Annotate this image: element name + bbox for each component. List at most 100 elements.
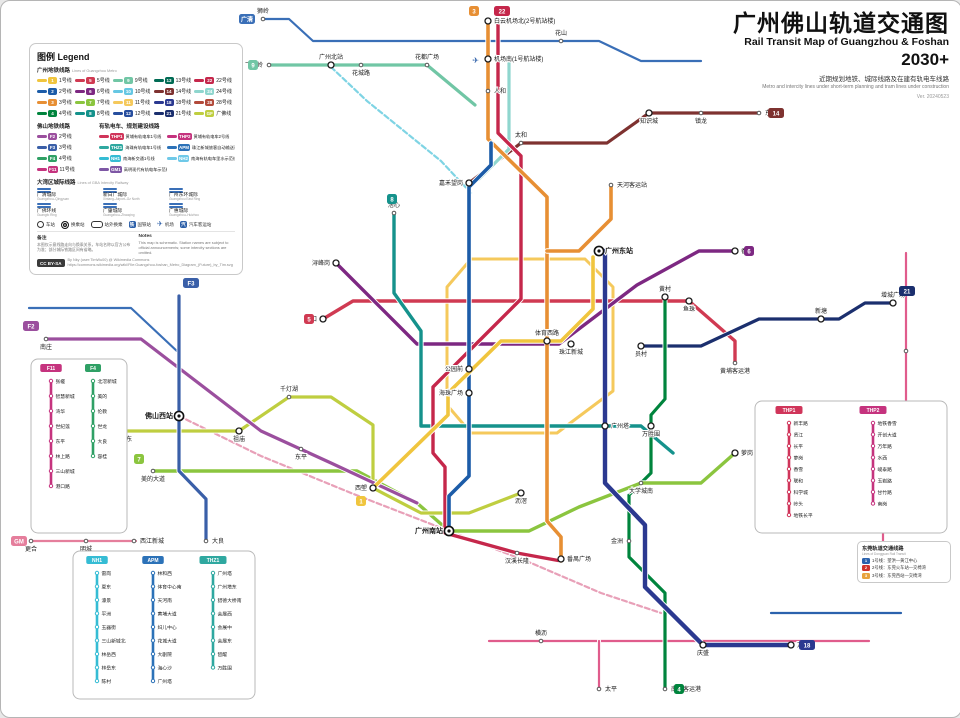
inset-station-label: 三山新城 bbox=[56, 468, 75, 475]
inset-station-marker bbox=[90, 453, 96, 459]
line-badge: 2 bbox=[48, 88, 57, 95]
line-swatch bbox=[153, 79, 164, 82]
line-label: 黄埔有轨电车1号线 bbox=[125, 133, 162, 139]
inset-station-label: 地铁香雪 bbox=[878, 420, 897, 427]
station-label: 美的大道 bbox=[141, 475, 165, 483]
inset-station-marker bbox=[150, 570, 156, 576]
line-number-badge-text: 5 bbox=[307, 317, 311, 323]
line-swatch bbox=[74, 112, 85, 115]
station-marker-interchange bbox=[465, 389, 473, 397]
station-label: 千灯湖 bbox=[280, 385, 298, 393]
line-swatch bbox=[74, 90, 85, 93]
symbol-label: 站外换乘 bbox=[104, 221, 123, 227]
station-label: 大良 bbox=[212, 537, 224, 545]
station-label: 广州东站 bbox=[605, 246, 633, 255]
station-marker-interchange bbox=[685, 297, 693, 305]
line-badge: 22 bbox=[205, 77, 215, 84]
line-swatch bbox=[74, 101, 85, 104]
inset-station-label: 东平 bbox=[56, 438, 66, 445]
metro-line-F3 bbox=[177, 294, 208, 543]
station-label: 沥滘 bbox=[515, 497, 527, 505]
map-subtitle-zh: 近期规划地铁、城际线路及在建有轨电车线路 bbox=[819, 76, 949, 84]
station-marker-interchange bbox=[817, 315, 825, 323]
line-badge: F4 bbox=[48, 155, 57, 162]
dongguan-subtitle: Lines of Dongguan Rail Transit bbox=[862, 552, 906, 556]
station-marker-interchange bbox=[557, 555, 565, 563]
intercity-label-en: Guangzhou East Ring bbox=[169, 197, 201, 202]
intercity-label: 广清城际 bbox=[37, 193, 57, 198]
legend-symbol-osi: 站外换乘 bbox=[90, 221, 123, 229]
symbol-label: 国铁站 bbox=[137, 221, 152, 227]
symbol-label: 换乘站 bbox=[71, 221, 85, 227]
station-label: 大学城南 bbox=[629, 487, 653, 495]
station-label: 黄埔客运港 bbox=[720, 367, 750, 375]
symbol-label: 车站 bbox=[46, 221, 55, 227]
intercity-label-en: Guangzhou–Huizhou bbox=[169, 213, 199, 218]
station-marker bbox=[756, 110, 762, 116]
station-label: 庆盛 bbox=[697, 649, 709, 657]
inset-line-badge-text: THZ1 bbox=[207, 558, 220, 564]
line-swatch bbox=[37, 90, 47, 93]
intercity-line-icon bbox=[169, 190, 183, 193]
map-subtitle-en: Metro and intercity lines under short-te… bbox=[762, 84, 949, 91]
inset-station-label: 香雪 bbox=[794, 466, 804, 473]
station-label: 汉溪长隆 bbox=[505, 557, 529, 565]
line-swatch bbox=[37, 168, 47, 171]
line-swatch bbox=[99, 135, 109, 138]
metro-line-L3b bbox=[545, 183, 613, 253]
line-number-badge-text: 7 bbox=[137, 457, 141, 463]
station-label: 祖庙 bbox=[233, 435, 245, 443]
inset-box bbox=[72, 550, 256, 700]
map-title-zh: 广州佛山轨道交通图 bbox=[733, 10, 949, 36]
metro-line-GF bbox=[121, 395, 523, 515]
line-badge: 1 bbox=[48, 77, 57, 84]
metro-line-L1 bbox=[371, 255, 595, 490]
inset-station-marker bbox=[48, 423, 54, 429]
station-marker bbox=[260, 16, 266, 22]
line-badge: NH2 bbox=[178, 155, 190, 162]
inset-station-label: 广州塔 bbox=[158, 678, 173, 685]
line-badge: 24 bbox=[205, 88, 215, 95]
inset-station-label: 南岗 bbox=[878, 500, 888, 507]
station-label: 南沙客运港 bbox=[671, 685, 701, 693]
station-marker-interchange bbox=[369, 484, 377, 492]
inset-line-badge bbox=[199, 556, 227, 564]
station-label: 万胜围 bbox=[642, 430, 660, 438]
line-casing bbox=[370, 254, 596, 491]
symbol-label: 机场 bbox=[164, 221, 174, 227]
coach-terminal-icon: 汽 bbox=[179, 221, 187, 229]
map-version: Ver. 20240523 bbox=[916, 93, 949, 100]
inset-station-marker bbox=[210, 665, 216, 670]
inset-line-badge bbox=[86, 556, 108, 564]
inset-station-marker bbox=[48, 393, 54, 399]
station-marker bbox=[514, 550, 520, 556]
inset-station-label: 科学城 bbox=[794, 489, 809, 496]
station-marker bbox=[485, 88, 491, 94]
line-label: 5号线 bbox=[96, 78, 110, 84]
station-label: 明城 bbox=[80, 546, 92, 553]
inset-line-badge-text: THP1 bbox=[783, 408, 796, 414]
intercity-line-icon bbox=[103, 187, 117, 190]
metro-line-ic-guangfozhao bbox=[27, 306, 181, 355]
station-marker-interchange bbox=[889, 299, 897, 307]
line-label: 21号线 bbox=[175, 111, 192, 117]
line-number-badge-text: 18 bbox=[804, 643, 811, 649]
line-badge: THZ1 bbox=[110, 144, 124, 151]
notes-title-zh: 备注 bbox=[37, 235, 47, 241]
line-number-badge-text: 广清 bbox=[241, 15, 253, 23]
station-marker bbox=[626, 538, 632, 544]
station-marker bbox=[131, 538, 137, 544]
legend-heading: 图例 Legend bbox=[37, 52, 90, 62]
line-badge: F2 bbox=[48, 133, 57, 140]
station-label: 员村 bbox=[635, 350, 647, 358]
intercity-label: 新白广城际 bbox=[103, 193, 127, 198]
station-label: 公园前 bbox=[445, 365, 463, 373]
station-marker-interchange bbox=[731, 449, 739, 457]
map-title-year: 2030+ bbox=[901, 50, 949, 70]
station-label: 花城路 bbox=[352, 69, 370, 77]
line-casing bbox=[476, 58, 512, 182]
